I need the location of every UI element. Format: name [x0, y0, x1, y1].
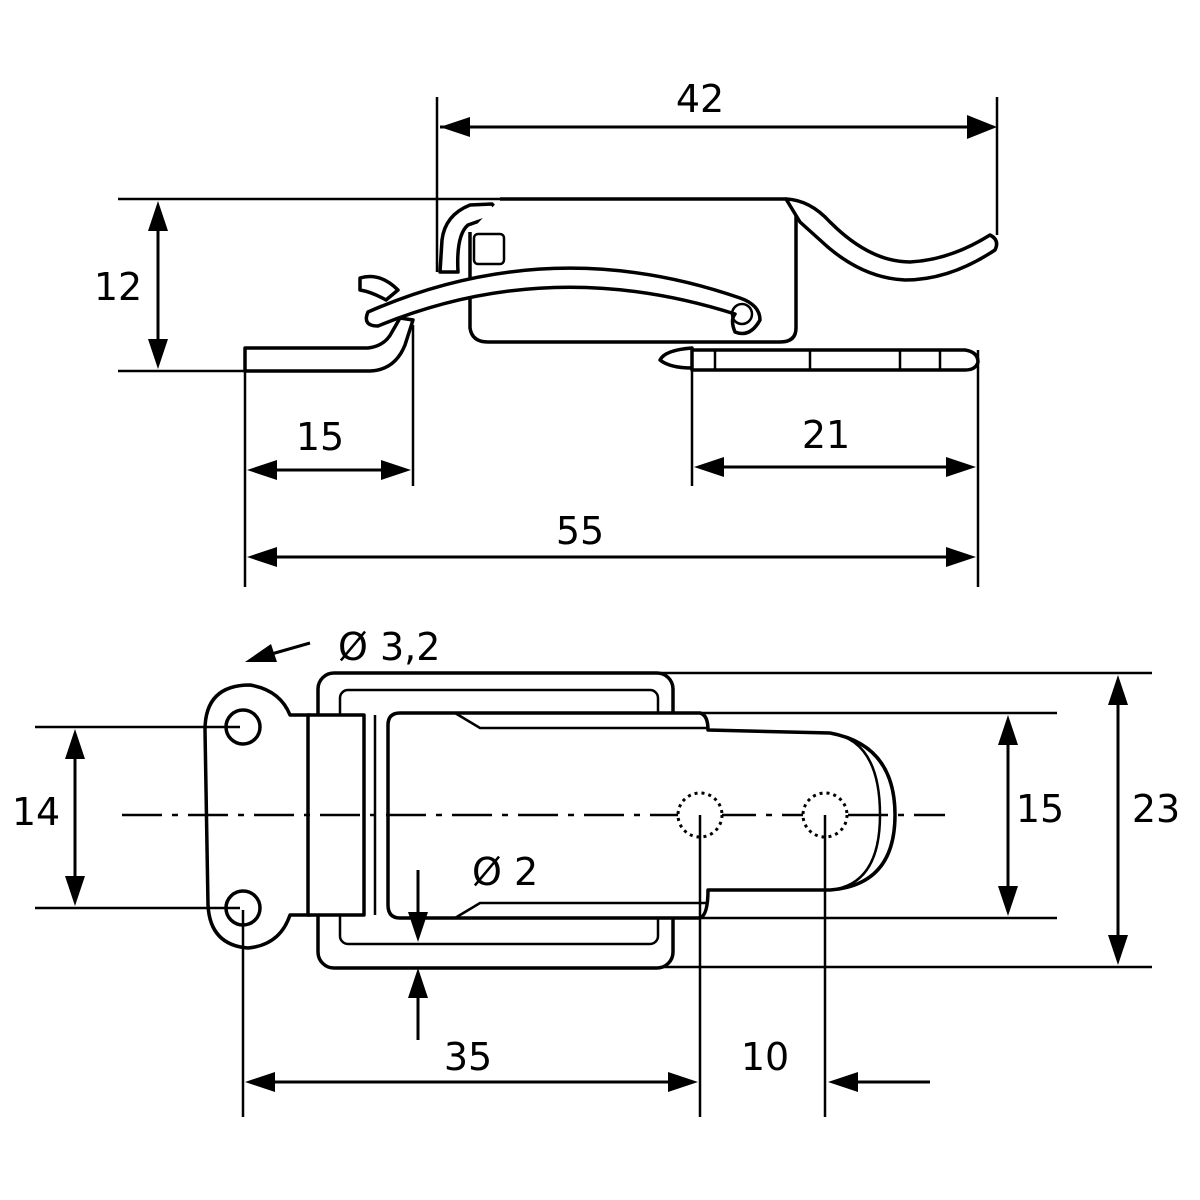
side-view: 42 12 15 21 55 — [94, 77, 999, 587]
arrowhead — [245, 644, 277, 662]
dim-label-21: 21 — [802, 413, 850, 457]
dim-label-42: 42 — [676, 77, 724, 121]
dim-label-15-bottom: 15 — [1016, 787, 1064, 831]
arrowhead — [408, 912, 428, 942]
right-base-plate — [688, 348, 980, 372]
dim-label-14: 14 — [12, 790, 60, 834]
dim-label-12: 12 — [94, 265, 142, 309]
dim-label-15-top: 15 — [296, 415, 344, 459]
hook-lever — [784, 197, 999, 282]
dim-label-hasp-thickness: Ø 2 — [472, 850, 538, 894]
leader-line — [267, 641, 311, 657]
dim-label-55: 55 — [556, 509, 604, 553]
dim-label-mount-hole-dia: Ø 3,2 — [338, 625, 440, 669]
plate-slots — [713, 350, 942, 370]
bail-pivot — [730, 302, 754, 326]
arrowhead — [408, 968, 428, 998]
arrowheads — [694, 457, 976, 477]
catch-tab — [658, 346, 694, 370]
arrowheads — [1108, 675, 1128, 965]
plan-view: Ø 3,2 14 Ø 2 15 23 35 10 — [12, 625, 1180, 1117]
dim-label-10: 10 — [741, 1035, 789, 1079]
left-base-plate — [243, 316, 415, 373]
wire-bail — [364, 266, 762, 336]
dim-label-35: 35 — [444, 1035, 492, 1079]
arrowhead — [828, 1072, 858, 1092]
bail-end — [358, 274, 400, 302]
mounting-ear-plate — [203, 683, 312, 950]
dim-label-23: 23 — [1132, 787, 1180, 831]
hinge-pin — [472, 232, 506, 266]
arrowhead — [440, 117, 470, 137]
